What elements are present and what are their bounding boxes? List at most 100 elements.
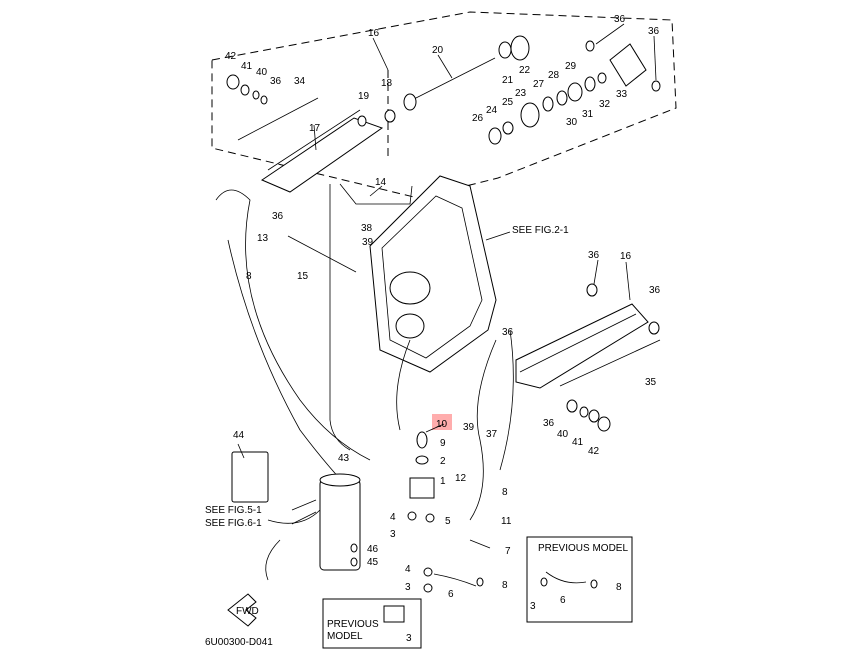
callout-42: 42: [225, 51, 237, 62]
callout-28: 28: [548, 70, 560, 81]
lead-44: [237, 443, 245, 459]
lead-fig2: [485, 231, 511, 241]
oring-31: [584, 76, 596, 92]
lead-14: [369, 185, 383, 197]
highlight-part-10: [432, 414, 452, 430]
callout-41: 41: [572, 437, 584, 448]
callout-36: 36: [270, 76, 282, 87]
see-fig-5-1-label: SEE FIG.5-1: [205, 505, 262, 516]
callout-45: 45: [367, 557, 379, 568]
callout-19: 19: [358, 91, 370, 102]
callout-4: 4: [390, 512, 396, 523]
top-assembly-outline: [211, 11, 677, 199]
callout-6: 6: [448, 589, 454, 600]
lead-fig6: [291, 511, 317, 525]
lead-10: [425, 423, 445, 433]
prev-lead-6: [545, 571, 587, 584]
see-fig-2-1-label: SEE FIG.2-1: [512, 225, 569, 236]
callout-39: 39: [362, 237, 374, 248]
bracket-inner: [381, 195, 483, 359]
callout-40: 40: [557, 429, 569, 440]
callout-25: 25: [502, 97, 514, 108]
cyl-16-edge: [519, 313, 637, 373]
callout-1: 1: [440, 476, 446, 487]
callout-35: 35: [645, 377, 657, 388]
seal-41: [240, 84, 250, 96]
callout-37: 37: [486, 429, 498, 440]
callout-12: 12: [455, 473, 467, 484]
rod-end: [403, 93, 417, 111]
callout-23: 23: [515, 88, 527, 99]
prev-valve: [383, 605, 405, 623]
hose-12: [499, 329, 514, 471]
callout-31: 31: [582, 109, 594, 120]
bolt-45: [350, 557, 358, 567]
seal-41b: [588, 409, 600, 423]
callout-8: 8: [502, 580, 508, 591]
seal-28: [556, 90, 568, 106]
bracket-assembly: [369, 175, 497, 373]
hose-14: [329, 184, 351, 451]
bush-36f: [566, 399, 578, 413]
motor-lead: [267, 509, 321, 524]
washer-4: [407, 511, 417, 521]
callout-8: 8: [502, 487, 508, 498]
pin-35: [559, 339, 661, 387]
spring-22: [510, 35, 530, 61]
washer-4b: [423, 567, 433, 577]
callout-21: 21: [502, 75, 514, 86]
bush-19: [357, 115, 367, 127]
callout-39: 39: [463, 422, 475, 433]
lead-17: [313, 124, 317, 151]
prev-bolt-3: [540, 577, 548, 587]
hose-main: [396, 339, 411, 431]
callout-24: 24: [486, 105, 498, 116]
piston-rod-20: [411, 57, 496, 101]
callout-43: 43: [338, 453, 350, 464]
callout-3: 3: [406, 633, 412, 644]
callout-11: 11: [501, 516, 512, 527]
callout-7: 7: [505, 546, 511, 557]
bush-36b: [651, 80, 661, 92]
lead-36b: [653, 35, 657, 81]
bush-36a: [585, 40, 595, 52]
callout-5: 5: [445, 516, 451, 527]
part-9: [416, 431, 428, 449]
part-2: [415, 455, 429, 465]
see-fig-6-1-label: SEE FIG.6-1: [205, 518, 262, 529]
seal-27: [542, 96, 554, 112]
callout-18: 18: [381, 78, 393, 89]
callout-36: 36: [588, 250, 600, 261]
oring-29: [567, 82, 583, 102]
bush-36e: [648, 321, 660, 335]
hose-13: [215, 189, 371, 461]
lead-16: [372, 37, 389, 71]
bush-36d: [586, 283, 598, 297]
bracket-boss-2: [395, 313, 425, 339]
lead-20: [437, 54, 453, 79]
callout-16: 16: [368, 28, 380, 39]
cap-33: [609, 43, 647, 87]
cap-42b: [597, 416, 611, 432]
callout-8: 8: [246, 271, 252, 282]
lead-6: [433, 573, 477, 587]
drawing-code: 6U00300-D041: [205, 637, 273, 648]
callout-3: 3: [405, 582, 411, 593]
washer-40b: [579, 406, 589, 418]
prev-model-box-2: [322, 598, 422, 649]
callout-9: 9: [440, 438, 446, 449]
callout-32: 32: [599, 99, 611, 110]
hose-14b: [339, 183, 413, 205]
pin-34: [237, 97, 319, 141]
callout-16: 16: [620, 251, 632, 262]
bolt-3b: [423, 583, 433, 593]
callout-36: 36: [648, 26, 660, 37]
prev-screw-8: [590, 579, 598, 589]
valve-1: [409, 477, 435, 499]
callout-3: 3: [390, 529, 396, 540]
rod-15: [287, 235, 357, 273]
previous-model-label-1: PREVIOUS MODEL: [538, 543, 628, 554]
fwd-arrow: [227, 593, 257, 627]
